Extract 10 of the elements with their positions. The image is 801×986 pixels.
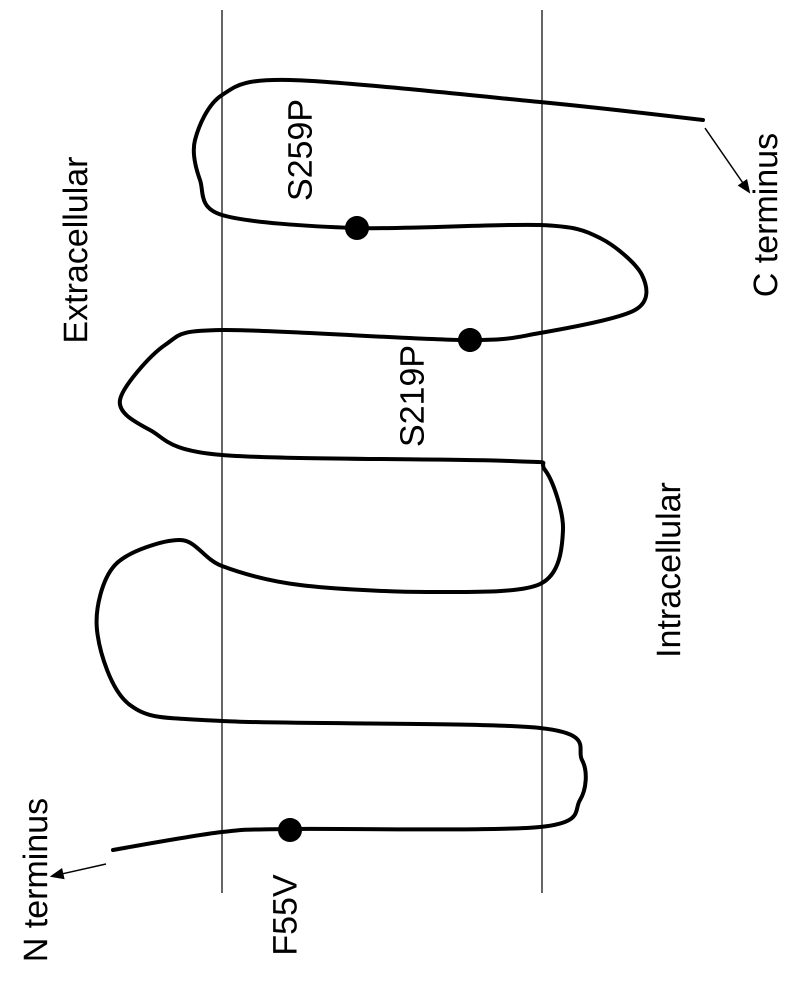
mutation-dot xyxy=(278,818,302,842)
mutation-label: S219P xyxy=(400,346,424,446)
terminus-label: C terminus xyxy=(752,134,778,296)
mutation-dot xyxy=(345,216,369,240)
mutation-label: S259P xyxy=(288,100,312,200)
region-label: Extracellular xyxy=(62,157,88,341)
region-label: Intracellular xyxy=(656,482,680,655)
mutation-dot xyxy=(458,328,482,352)
terminus-label: N terminus xyxy=(22,799,48,960)
mutation-label: F55V xyxy=(273,874,297,953)
